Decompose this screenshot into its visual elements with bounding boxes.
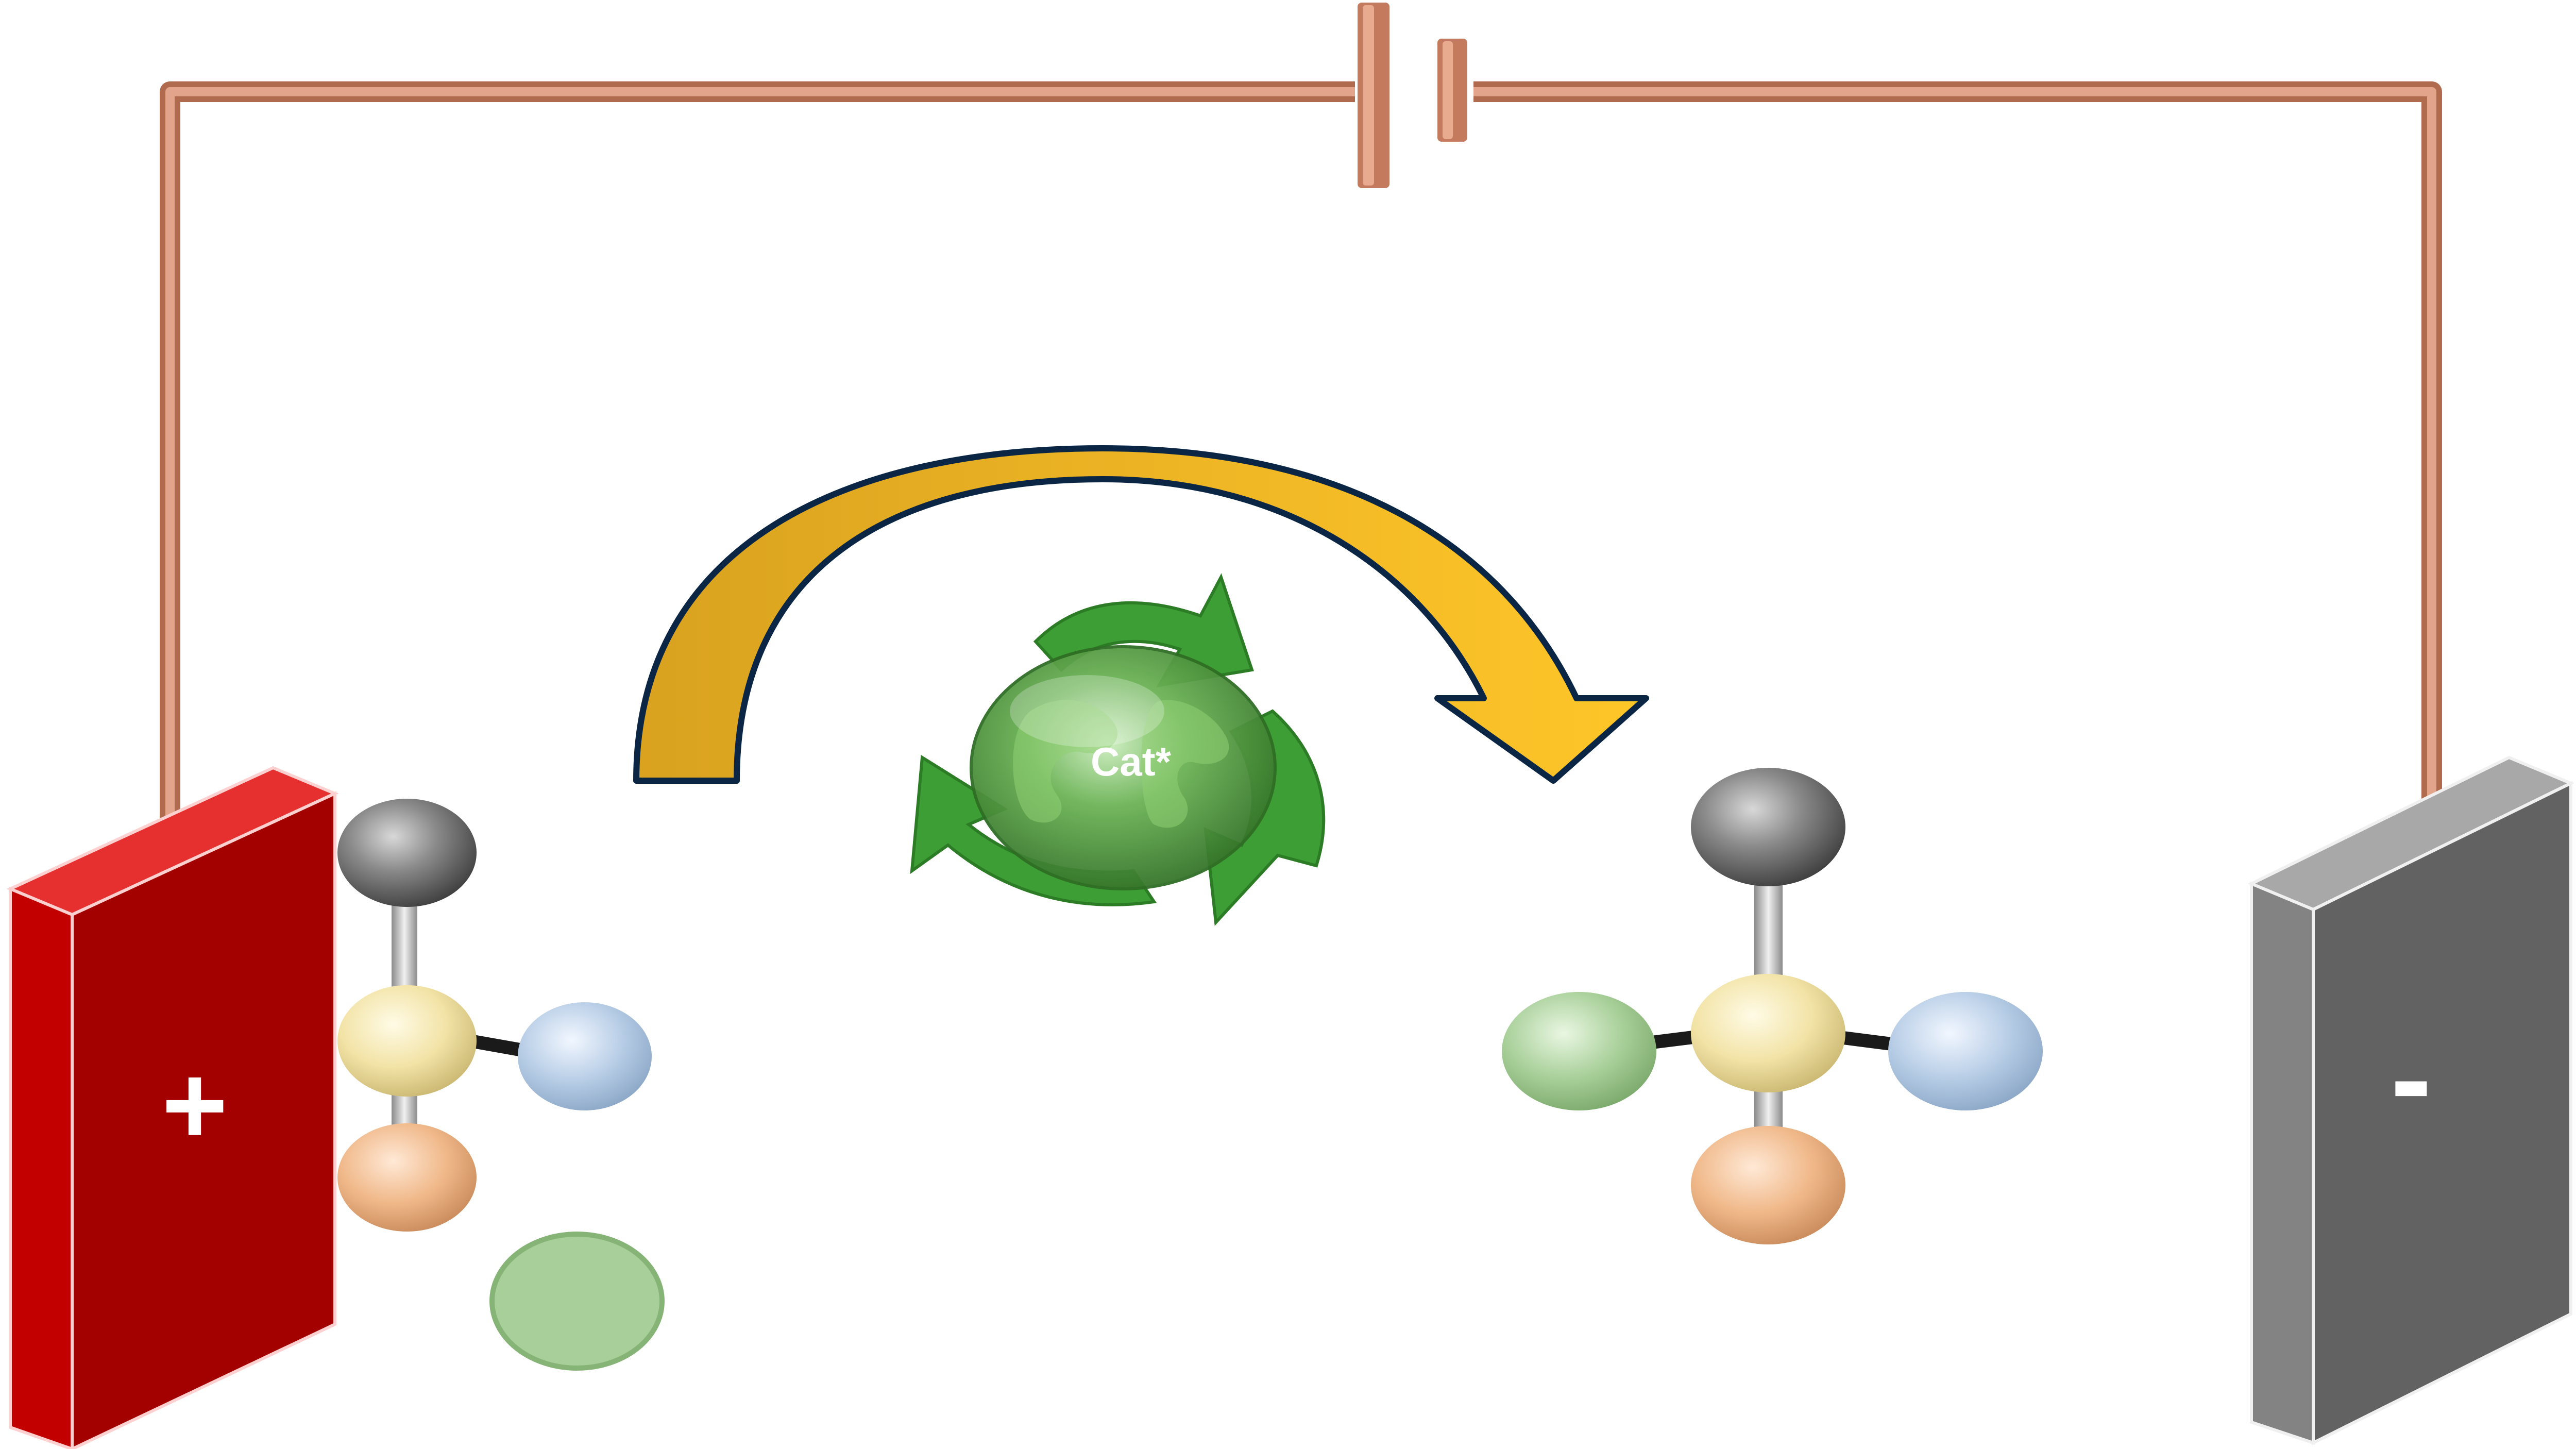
atom-orange <box>1691 1126 1845 1244</box>
wire-left-highlight <box>165 87 1355 830</box>
atom-green <box>1502 992 1656 1110</box>
cathode-symbol: - <box>2391 1009 2432 1147</box>
free-green-atom <box>489 1232 665 1371</box>
catalyst-label: Cat* <box>1091 739 1172 784</box>
catalyst-recycle-globe: Cat* <box>910 573 1326 926</box>
atom-center-yellow <box>1691 974 1845 1092</box>
product-molecule <box>1502 768 2043 1244</box>
atom-orange <box>337 1123 477 1232</box>
atom-gray <box>337 799 477 907</box>
atom-gray <box>1691 768 1845 886</box>
anode-symbol: + <box>162 1041 228 1168</box>
atom-center-yellow <box>337 985 477 1097</box>
wire-right-highlight <box>1473 87 2436 830</box>
anode-electrode: + <box>6 766 339 1449</box>
reactant-molecule <box>337 799 652 1232</box>
battery-icon <box>1358 3 1467 188</box>
cathode-electrode: - <box>2247 755 2575 1445</box>
atom-blue <box>1888 992 2043 1110</box>
reaction-arrow-icon <box>633 445 1649 784</box>
atom-blue <box>518 1002 652 1110</box>
external-circuit <box>160 3 2442 830</box>
globe-continents <box>1013 700 1229 828</box>
globe-shine <box>1010 675 1164 747</box>
